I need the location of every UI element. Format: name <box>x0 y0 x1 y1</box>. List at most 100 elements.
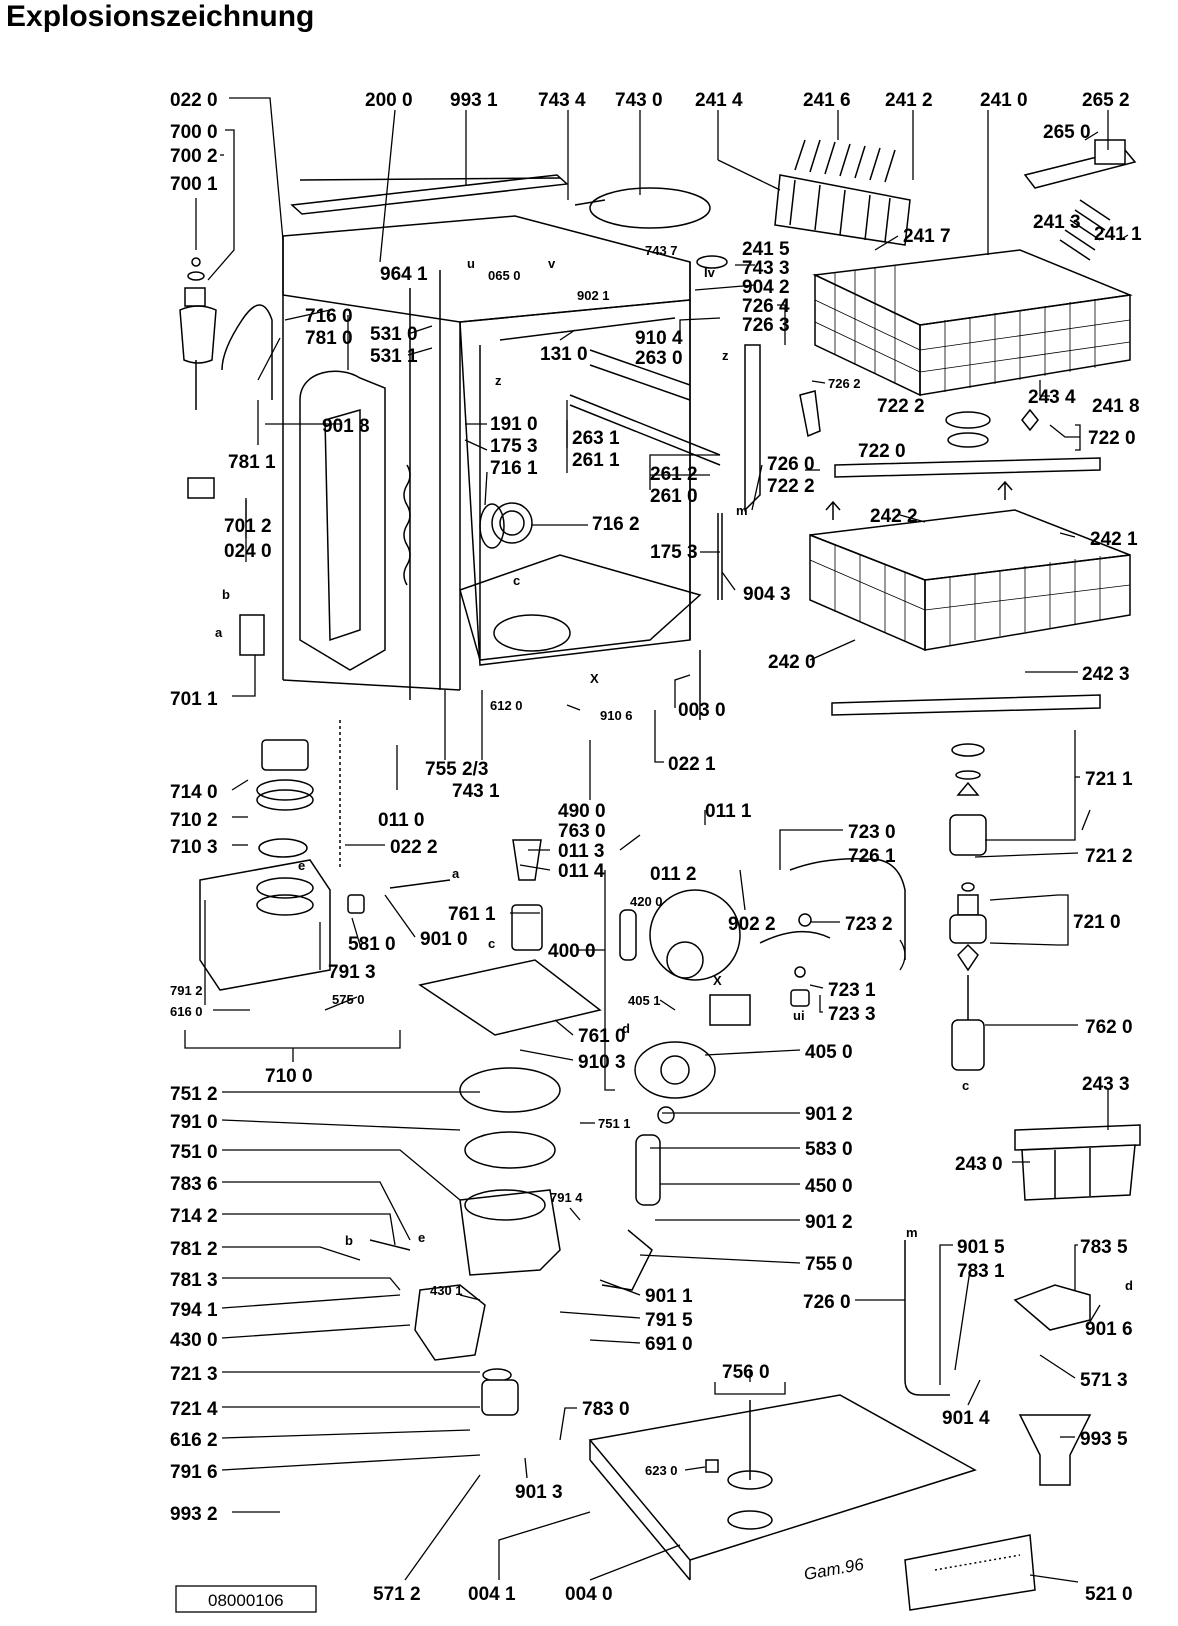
callout-910-6: 910 6 <box>600 708 633 723</box>
callout-726-2: 726 2 <box>828 376 861 391</box>
callout-420-0: 420 0 <box>630 894 663 909</box>
callout-405-1: 405 1 <box>628 993 661 1008</box>
callout-700-0: 700 0 <box>170 122 218 143</box>
control-panel-part <box>904 1534 1036 1611</box>
callout-065-0: 065 0 <box>488 268 521 283</box>
callout-791-4: 791 4 <box>550 1190 583 1205</box>
drawing-signature: Gam.96 <box>802 1555 865 1584</box>
callout-004-0: 004 0 <box>565 1584 613 1605</box>
callout-761-0: 761 0 <box>578 1026 626 1047</box>
callout-721-0: 721 0 <box>1073 912 1121 933</box>
callout-781-0: 781 0 <box>305 328 353 349</box>
callout-901-6: 901 6 <box>1085 1319 1133 1340</box>
callout-583-0: 583 0 <box>805 1139 853 1160</box>
letter-x-right: X <box>713 973 722 988</box>
callout-022-1: 022 1 <box>668 754 716 775</box>
callout-024-0: 024 0 <box>224 541 272 562</box>
cutlery-rack-part <box>774 139 911 246</box>
letter-b: b <box>222 587 230 602</box>
callout-175-3-lower: 175 3 <box>650 542 698 563</box>
callout-756-0: 756 0 <box>722 1362 770 1383</box>
callout-011-4: 011 4 <box>558 861 605 882</box>
callout-723-0: 723 0 <box>848 822 896 843</box>
callout-721-2: 721 2 <box>1085 846 1133 867</box>
callout-993-2: 993 2 <box>170 1504 218 1525</box>
callout-241-1: 241 1 <box>1094 224 1142 245</box>
callout-714-2: 714 2 <box>170 1206 218 1227</box>
callout-783-5: 783 5 <box>1080 1237 1128 1258</box>
callout-901-1: 901 1 <box>645 1286 693 1307</box>
callout-022-0: 022 0 <box>170 90 218 111</box>
callout-571-3: 571 3 <box>1080 1370 1128 1391</box>
callout-783-6: 783 6 <box>170 1174 218 1195</box>
callout-721-1: 721 1 <box>1085 769 1133 790</box>
callout-700-1: 700 1 <box>170 174 218 195</box>
callout-751-2: 751 2 <box>170 1084 218 1105</box>
callout-623-0: 623 0 <box>645 1463 678 1478</box>
callout-791-5: 791 5 <box>645 1310 693 1331</box>
callout-011-3: 011 3 <box>558 841 605 862</box>
door-panel-part <box>588 1394 977 1581</box>
sump-parts <box>369 839 602 1416</box>
letter-iv: Iv <box>704 265 716 280</box>
letter-m-lower: m <box>906 1225 918 1240</box>
callout-616-2: 616 2 <box>170 1430 218 1451</box>
callout-901-3: 901 3 <box>515 1482 563 1503</box>
callout-242-0: 242 0 <box>768 652 816 673</box>
callout-791-2: 791 2 <box>170 983 203 998</box>
callout-191-0: 191 0 <box>490 414 538 435</box>
water-inlet-parts <box>179 257 273 656</box>
dosing-arm-part <box>759 858 906 1007</box>
letter-x: X <box>590 671 599 686</box>
callout-722-0: 722 0 <box>858 441 906 462</box>
callout-241-5: 241 5 <box>742 239 790 260</box>
callout-490-0: 490 0 <box>558 801 606 822</box>
callout-400-0: 400 0 <box>548 941 596 962</box>
callout-726-4: 726 4 <box>742 296 790 317</box>
callout-242-2: 242 2 <box>870 506 918 527</box>
callout-721-3: 721 3 <box>170 1364 218 1385</box>
callout-263-1: 263 1 <box>572 428 620 449</box>
callout-791-6: 791 6 <box>170 1462 218 1483</box>
callout-261-0: 261 0 <box>650 486 698 507</box>
callout-901-4: 901 4 <box>942 1408 990 1429</box>
callout-575-0: 575 0 <box>332 992 365 1007</box>
callout-200-0: 200 0 <box>365 90 413 111</box>
callout-710-3: 710 3 <box>170 837 218 858</box>
callout-242-1: 242 1 <box>1090 529 1138 550</box>
letter-b-lower: b <box>345 1233 353 1248</box>
callout-791-0: 791 0 <box>170 1112 218 1133</box>
letter-c: c <box>513 573 520 588</box>
callout-labels: 022 0 700 0 700 2 700 1 200 0 993 1 743 … <box>170 90 1142 1605</box>
callout-004-1: 004 1 <box>468 1584 516 1605</box>
callout-781-2: 781 2 <box>170 1239 218 1260</box>
lower-basket-part <box>809 480 1131 652</box>
letter-u: u <box>467 256 475 271</box>
callout-612-0: 612 0 <box>490 698 523 713</box>
callout-710-2: 710 2 <box>170 810 218 831</box>
callout-241-6: 241 6 <box>803 90 851 111</box>
callout-904-2: 904 2 <box>742 277 790 298</box>
callout-762-0: 762 0 <box>1085 1017 1133 1038</box>
letter-d-right: d <box>1125 1278 1133 1293</box>
callout-755-2-3: 755 2/3 <box>425 759 488 780</box>
document-number-box <box>175 1585 317 1613</box>
letter-m: m <box>736 503 748 518</box>
callout-022-2: 022 2 <box>390 837 438 858</box>
letter-e-lower: e <box>418 1230 425 1245</box>
callout-755-0: 755 0 <box>805 1254 853 1275</box>
callout-726-0: 726 0 <box>767 454 815 475</box>
letter-v: v <box>548 256 556 271</box>
leader-lines <box>184 97 1129 1583</box>
water-softener-part <box>199 739 451 991</box>
callout-993-1: 993 1 <box>450 90 498 111</box>
callout-743-1: 743 1 <box>452 781 500 802</box>
callout-902-1: 902 1 <box>577 288 610 303</box>
callout-716-1: 716 1 <box>490 458 538 479</box>
callout-723-3: 723 3 <box>828 1004 876 1025</box>
callout-571-2: 571 2 <box>373 1584 421 1605</box>
callout-011-1: 011 1 <box>705 801 752 822</box>
callout-131-0: 131 0 <box>540 344 588 365</box>
callout-722-2-lower: 722 2 <box>767 476 815 497</box>
